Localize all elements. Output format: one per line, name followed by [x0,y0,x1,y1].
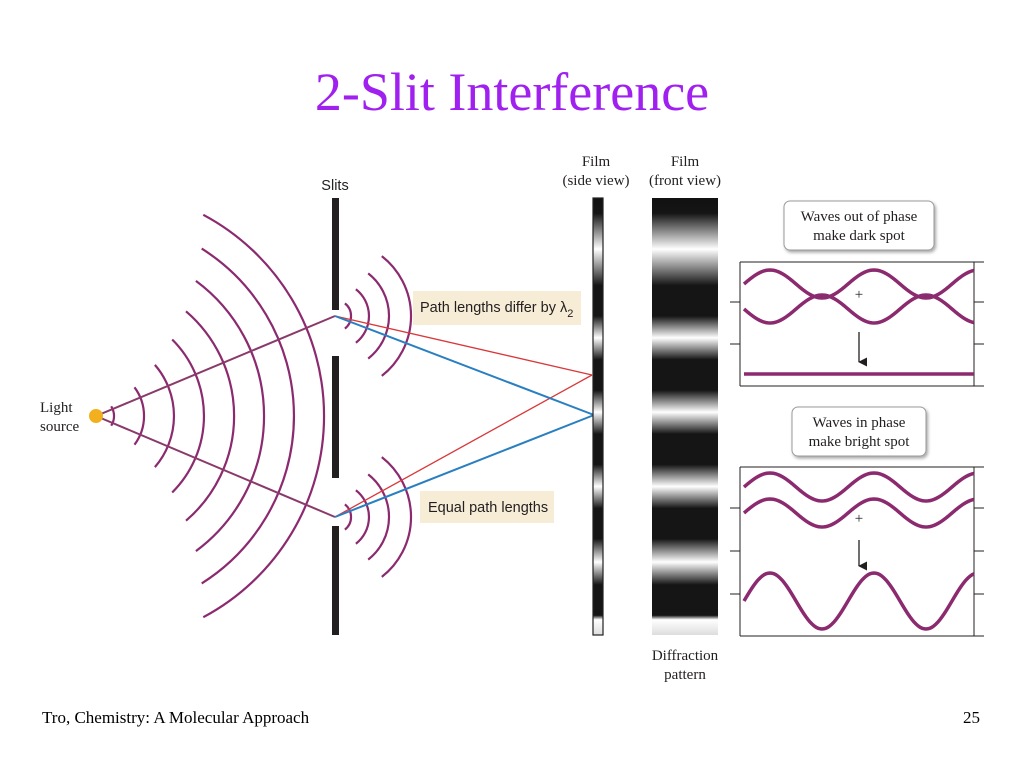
path-diff-label: Path lengths differ by λ2 [420,300,573,320]
barrier-bottom [332,526,339,635]
path-diff-box [413,291,581,325]
ray-source-top-slit [95,315,336,417]
out-of-phase-panel: + [730,261,984,387]
source-wavefront [195,280,266,552]
barrier-top [332,198,339,310]
plus-sign-top: + [855,287,863,303]
bottom-slit-wavefront [367,473,391,561]
source-wavefront [154,364,176,468]
wave-out-of-phase-2 [742,293,975,325]
film-front-view [652,198,718,635]
film-front-label-2: (front view) [649,173,721,189]
ray-top-blue [334,315,595,416]
out-of-phase-line-2: make dark spot [813,228,905,244]
in-phase-callout [791,406,927,457]
slits-label: Slits [321,178,348,194]
bottom-slit-wavefront [381,456,413,578]
page-number: 25 [963,708,980,727]
wave-in-phase-1 [742,471,975,503]
slit-barrier [332,198,339,635]
top-slit-wavefront [367,272,391,360]
bottom-slit-wavefront [344,503,353,531]
source-wavefront [171,338,206,494]
source-wavefronts [110,213,326,619]
barrier-middle [332,356,339,478]
source-wavefront [185,310,236,522]
film-side-label-2: (side view) [562,173,629,189]
ray-top-red [334,315,593,376]
top-slit-wavefront [355,288,370,344]
diffraction-label-2: pattern [664,667,706,683]
source-wavefront [202,213,326,619]
slit-wavefronts [344,255,413,578]
in-phase-line-1: Waves in phase [813,415,906,431]
ray-bottom-blue [334,414,595,518]
source-wavefront [110,405,116,427]
top-slit-wavefront [381,255,413,377]
diffraction-label-1: Diffraction [652,648,719,664]
light-source-dot [89,409,103,423]
bottom-slit-wavefront [355,489,370,545]
film-front-label-1: Film [671,154,700,170]
source-wavefront [133,386,146,446]
footer-source: Tro, Chemistry: A Molecular Approach [42,708,310,727]
equal-path-box [420,491,554,523]
out-of-phase-callout [783,200,935,251]
slide-title: 2-Slit Interference [314,62,710,122]
light-source-label-2: source [40,419,79,435]
source-wavefront [201,247,295,585]
out-of-phase-line-1: Waves out of phase [801,209,918,225]
ray-source-bottom-slit [95,415,336,518]
light-source-label-1: Light [40,400,73,416]
wave-in-phase-sum [742,571,975,631]
wave-in-phase-2 [742,497,975,529]
plus-sign-bottom: + [855,511,863,527]
film-side-view [592,197,604,636]
in-phase-panel: + [730,466,984,637]
top-slit-wavefront [344,302,353,330]
equal-path-label: Equal path lengths [428,500,548,516]
in-phase-line-2: make bright spot [809,434,911,450]
film-side-label-1: Film [582,154,611,170]
